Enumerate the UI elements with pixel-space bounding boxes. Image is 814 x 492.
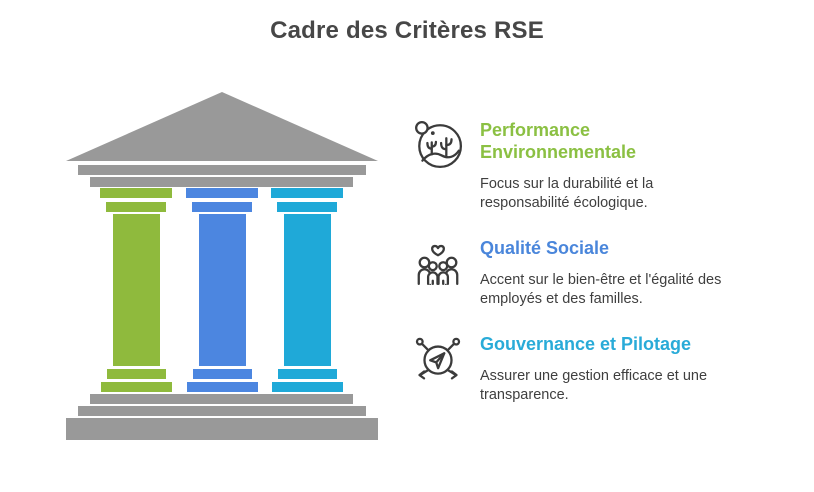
temple-entablature-lower [90,177,353,187]
pillar-base [277,369,337,379]
item-text-governance: Gouvernance et Pilotage Assurer une gest… [480,332,795,405]
pillar-governance [271,188,343,392]
pillar-base [192,369,252,379]
item-body-governance: Assurer une gestion efficace et une tran… [480,367,708,404]
pillar-capital [192,202,252,212]
pillar-capital [277,202,337,212]
eco-plants-icon [412,118,464,170]
list-item-governance: Gouvernance et Pilotage Assurer une gest… [412,332,802,405]
item-text-social: Qualité Sociale Accent sur le bien-être … [480,236,795,309]
temple-illustration [60,85,390,447]
item-text-environmental: Performance Environnementale Focus sur l… [480,118,795,213]
pillar-capital [100,188,172,198]
pillar-shaft [283,214,331,366]
pillar-environmental [100,188,172,392]
item-heading-social: Qualité Sociale [480,238,610,258]
item-body-environmental: Focus sur la durabilité et la responsabi… [480,175,654,212]
pillar-base [100,382,172,392]
family-heart-icon [412,236,464,288]
pillar-base [106,369,166,379]
pillar-capital [106,202,166,212]
pillar-base [271,382,343,392]
list-item-environmental: Performance Environnementale Focus sur l… [412,118,802,213]
pillar-capital [186,188,258,198]
temple-step-top [90,394,353,404]
pillar-base [186,382,258,392]
pillar-capital [271,188,343,198]
pillar-shaft [112,214,160,366]
temple-entablature-upper [78,165,366,175]
page-title: Cadre des Critères RSE [270,17,544,44]
item-heading-governance: Gouvernance et Pilotage [480,334,692,354]
item-body-social: Accent sur le bien-être et l'égalité des… [480,271,722,308]
pillar-social [186,188,258,392]
network-navigation-icon [412,332,464,384]
temple-step-middle [78,406,366,416]
item-heading-environmental: Performance Environnementale [480,120,637,162]
pillar-shaft [198,214,246,366]
list-item-social: Qualité Sociale Accent sur le bien-être … [412,236,802,309]
temple-step-bottom [66,418,378,440]
temple-roof [66,92,378,161]
